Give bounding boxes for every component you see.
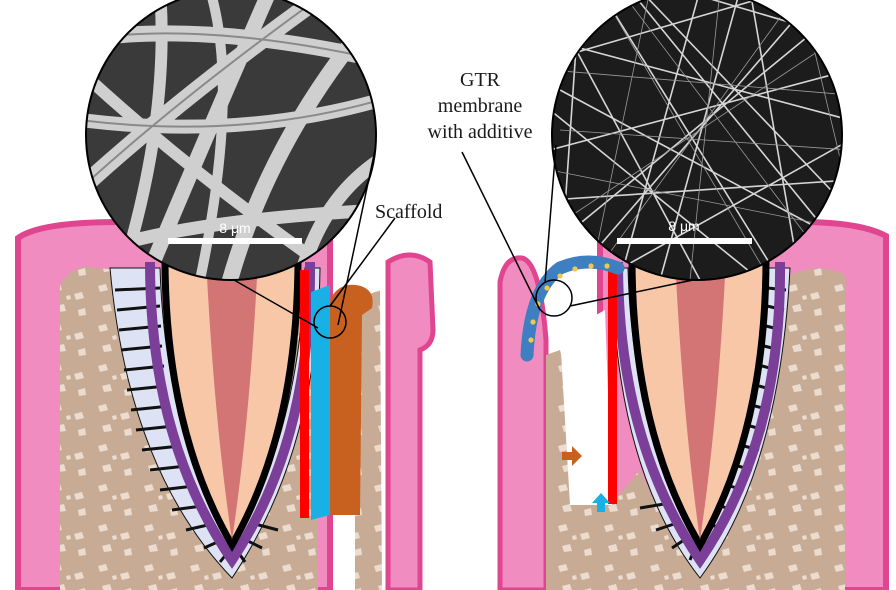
left-new-attachment	[300, 270, 309, 518]
gtr-label-line2: membrane	[410, 94, 550, 118]
gtr-label-line3: with additive	[410, 120, 550, 144]
right-scale-bar-label: 8 μm	[668, 218, 699, 234]
left-gingival-papilla	[388, 255, 433, 590]
scaffold-label: Scaffold	[375, 200, 442, 224]
right-new-attachment	[608, 268, 617, 504]
gtr-label-line1: GTR	[410, 68, 550, 92]
left-scale-bar-label: 8 μm	[219, 220, 250, 236]
left-tooth-section: 8 μm	[18, 0, 433, 590]
